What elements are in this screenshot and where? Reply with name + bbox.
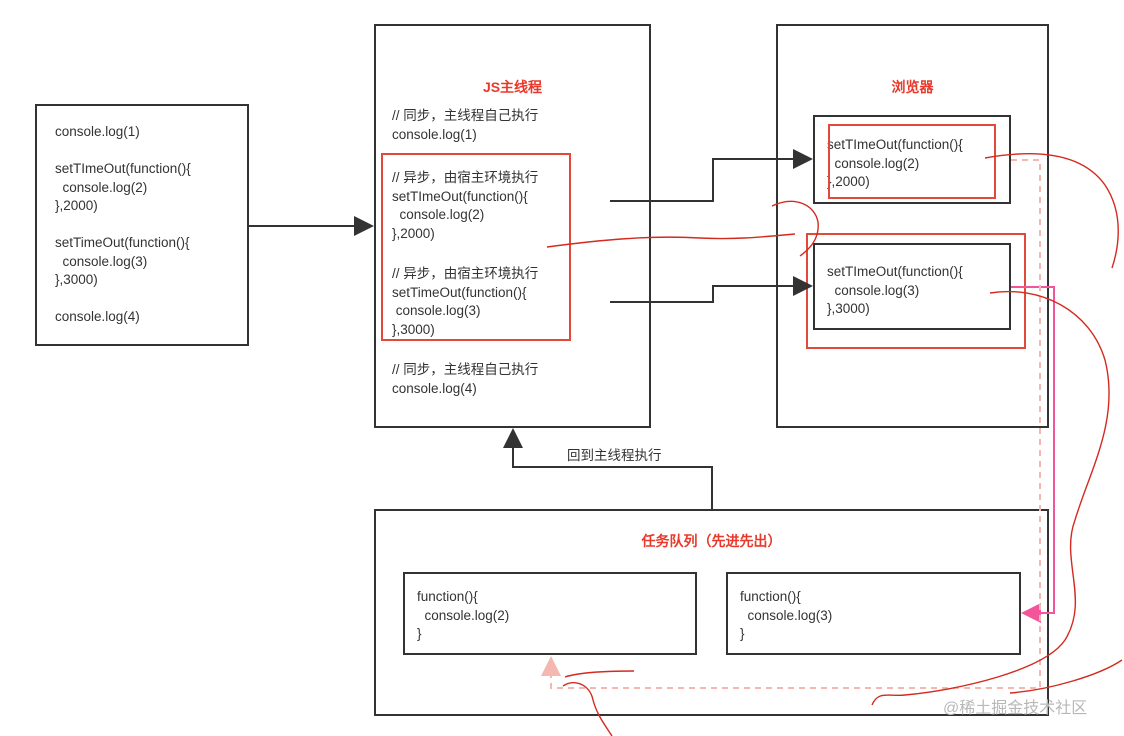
source-code-box: console.log(1) setTImeOut(function(){ co… [35, 104, 249, 346]
task1-text: function(){ console.log(2) } [417, 589, 510, 641]
task2-box: function(){ console.log(3) } [726, 572, 1021, 655]
main-thread-sync1: // 同步，主线程自己执行 console.log(1) [392, 108, 539, 142]
watermark: @稀土掘金技术社区 [943, 700, 1088, 717]
task1-box: function(){ console.log(2) } [403, 572, 697, 655]
main-thread-sync2: // 同步，主线程自己执行 console.log(4) [392, 362, 539, 396]
browser-box: 浏览器 [776, 24, 1049, 428]
main-thread-async2: // 异步，由宿主环境执行 setTimeOut(function(){ con… [392, 266, 539, 337]
timer2-highlight-box [806, 233, 1026, 349]
timer1-highlight-box [828, 124, 996, 199]
browser-title: 浏览器 [891, 79, 934, 95]
back-to-main-label: 回到主线程执行 [567, 448, 662, 463]
task-queue-title: 任务队列（先进先出） [641, 533, 782, 549]
async-highlight-box [381, 153, 571, 341]
main-thread-async1: // 异步，由宿主环境执行 setTImeOut(function(){ con… [392, 170, 539, 241]
main-thread-title: JS主线程 [482, 79, 543, 95]
source-code-text: console.log(1) setTImeOut(function(){ co… [55, 124, 191, 324]
arrow-queue-to-main [503, 428, 713, 509]
task2-text: function(){ console.log(3) } [740, 589, 833, 641]
